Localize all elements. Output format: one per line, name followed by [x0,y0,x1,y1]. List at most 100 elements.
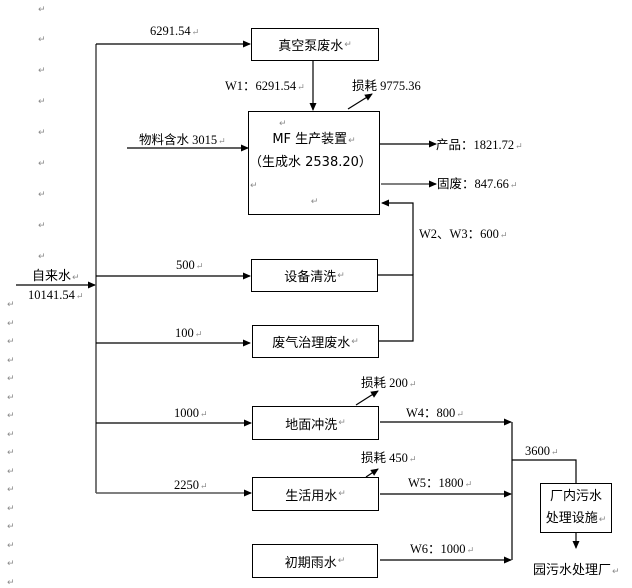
node-label: 生活用水 [285,488,338,504]
paragraph-mark: ↵ [408,379,417,389]
node-domestic-water: 生活用水↵ [252,477,379,511]
paragraph-mark: ↵ [195,261,204,271]
arrow-w2-w3 [381,199,414,275]
flow-label-to-floor-wash: 1000↵ [174,406,208,421]
paragraph-mark: ↵ [7,393,15,403]
flow-label-to-domestic: 2250↵ [174,478,208,493]
paragraph-mark: ↵ [310,197,319,207]
paragraph-mark: ↵ [515,141,523,151]
flow-label-to-wwtp: 3600↵ [525,444,559,459]
source-tap-water-value: 10141.54↵ [28,288,83,303]
source-value: 10141.54 [28,288,75,302]
flow-label-mf-loss: 损耗 9775.36 [352,79,421,93]
paragraph-mark: ↵ [200,409,208,419]
arrow-w2-w3-return [378,274,414,342]
paragraph-mark: ↵ [499,230,508,240]
node-label: 废气治理废水 [272,336,351,351]
paragraph-mark: ↵ [38,159,46,169]
paragraph-mark: ↵ [509,180,518,190]
flow-label-w6: W6：1000↵ [410,542,474,557]
flow-value: 损耗 450 [361,451,408,465]
paragraph-mark: ↵ [38,221,46,231]
paragraph-mark: ↵ [7,559,15,569]
node-label: 地面冲洗 [285,417,338,433]
flow-label-w4: W4：800↵ [406,406,464,421]
flow-label-material-water: 物料含水 3015↵ [139,133,226,148]
paragraph-mark: ↵ [456,409,464,419]
paragraph-mark: ↵ [38,190,46,200]
flow-label-solid-waste: 固废：847.66↵ [437,177,517,192]
paragraph-mark: ↵ [7,411,15,421]
flow-value: 2250 [174,478,199,492]
node-initial-rainwater: 初期雨水↵ [252,544,378,578]
source-label: 自来水 [32,269,72,284]
paragraph-mark: ↵ [250,181,258,191]
flow-label-w5: W5：1800↵ [408,476,472,491]
node-label-line2: （生成水 2538.20） [249,155,372,170]
node-exhaust-treatment-wastewater: 废气治理废水↵ [252,325,379,358]
paragraph-mark: ↵ [38,66,46,76]
paragraph-mark: ↵ [191,27,200,37]
paragraph-mark: ↵ [338,418,346,428]
paragraph-mark: ↵ [297,82,305,92]
flow-value: 6291.54 [150,24,191,38]
node-label: 初期雨水 [284,555,337,571]
arrow-mf-loss [347,93,373,110]
flow-label-domestic-loss: 损耗 450↵ [361,451,416,466]
paragraph-mark: ↵ [194,329,203,339]
paragraph-mark: ↵ [7,541,15,551]
paragraph-mark: ↵ [38,5,46,15]
flow-value: 100 [175,326,194,340]
node-floor-washing: 地面冲洗↵ [252,406,379,440]
paragraph-mark: ↵ [38,97,46,107]
flow-value: 3600 [525,444,550,458]
paragraph-mark: ↵ [337,270,345,281]
arrow-floor-wash-loss [355,390,379,406]
flow-label-w2-w3: W2、W3：600↵ [419,227,507,242]
paragraph-mark: ↵ [75,291,84,301]
node-park-wastewater-plant: 园污水处理厂↵ [533,564,620,579]
paragraph-mark: ↵ [7,448,15,458]
paragraph-mark: ↵ [408,454,417,464]
flow-label-w1: W1：6291.54↵ [225,79,305,94]
flow-label-to-equipment-wash: 500↵ [176,258,203,273]
arrow-domestic-loss [365,468,379,478]
flow-value: W5：1800 [408,476,464,490]
paragraph-mark: ↵ [7,578,15,588]
paragraph-mark: ↵ [7,374,15,384]
paragraph-mark: ↵ [351,336,359,347]
node-label: 园污水处理厂 [533,563,612,578]
paragraph-mark: ↵ [7,300,15,310]
paragraph-mark: ↵ [464,479,473,489]
source-tap-water-label: 自来水↵ [32,270,80,285]
paragraph-mark: ↵ [279,119,287,129]
node-label-line2: 处理设施 [545,510,598,526]
paragraph-mark: ↵ [466,545,475,555]
paragraph-mark: ↵ [7,337,15,347]
node-equipment-cleaning: 设备清洗↵ [251,259,378,292]
paragraph-mark: ↵ [7,504,15,514]
paragraph-mark: ↵ [612,567,620,577]
paragraph-mark: ↵ [344,39,352,50]
paragraph-mark: ↵ [72,273,80,283]
flow-label-to-vacuum-pump: 6291.54↵ [150,24,199,39]
flow-value: 损耗 200 [361,376,408,390]
flow-value: 固废：847.66 [437,177,509,191]
paragraph-mark: ↵ [348,136,356,146]
flow-value: 产品：1821.72 [436,138,515,152]
node-vacuum-pump-wastewater: 真空泵废水↵ [251,28,379,61]
flow-value: 500 [176,258,195,272]
node-mf-production-unit: ↵ MF 生产装置↵ （生成水 2538.20）↵ ↵ [248,111,380,215]
paragraph-mark: ↵ [7,467,15,477]
paragraph-mark: ↵ [7,430,15,440]
paragraph-mark: ↵ [38,128,46,138]
paragraph-mark: ↵ [200,481,208,491]
flow-value: 物料含水 3015 [139,133,218,147]
paragraph-mark: ↵ [38,35,46,45]
node-label: 真空泵废水 [278,39,344,54]
paragraph-mark: ↵ [551,447,559,457]
flow-value: 损耗 9775.36 [352,79,421,93]
flow-value: W2、W3：600 [419,227,499,241]
paragraph-mark: ↵ [7,522,15,532]
